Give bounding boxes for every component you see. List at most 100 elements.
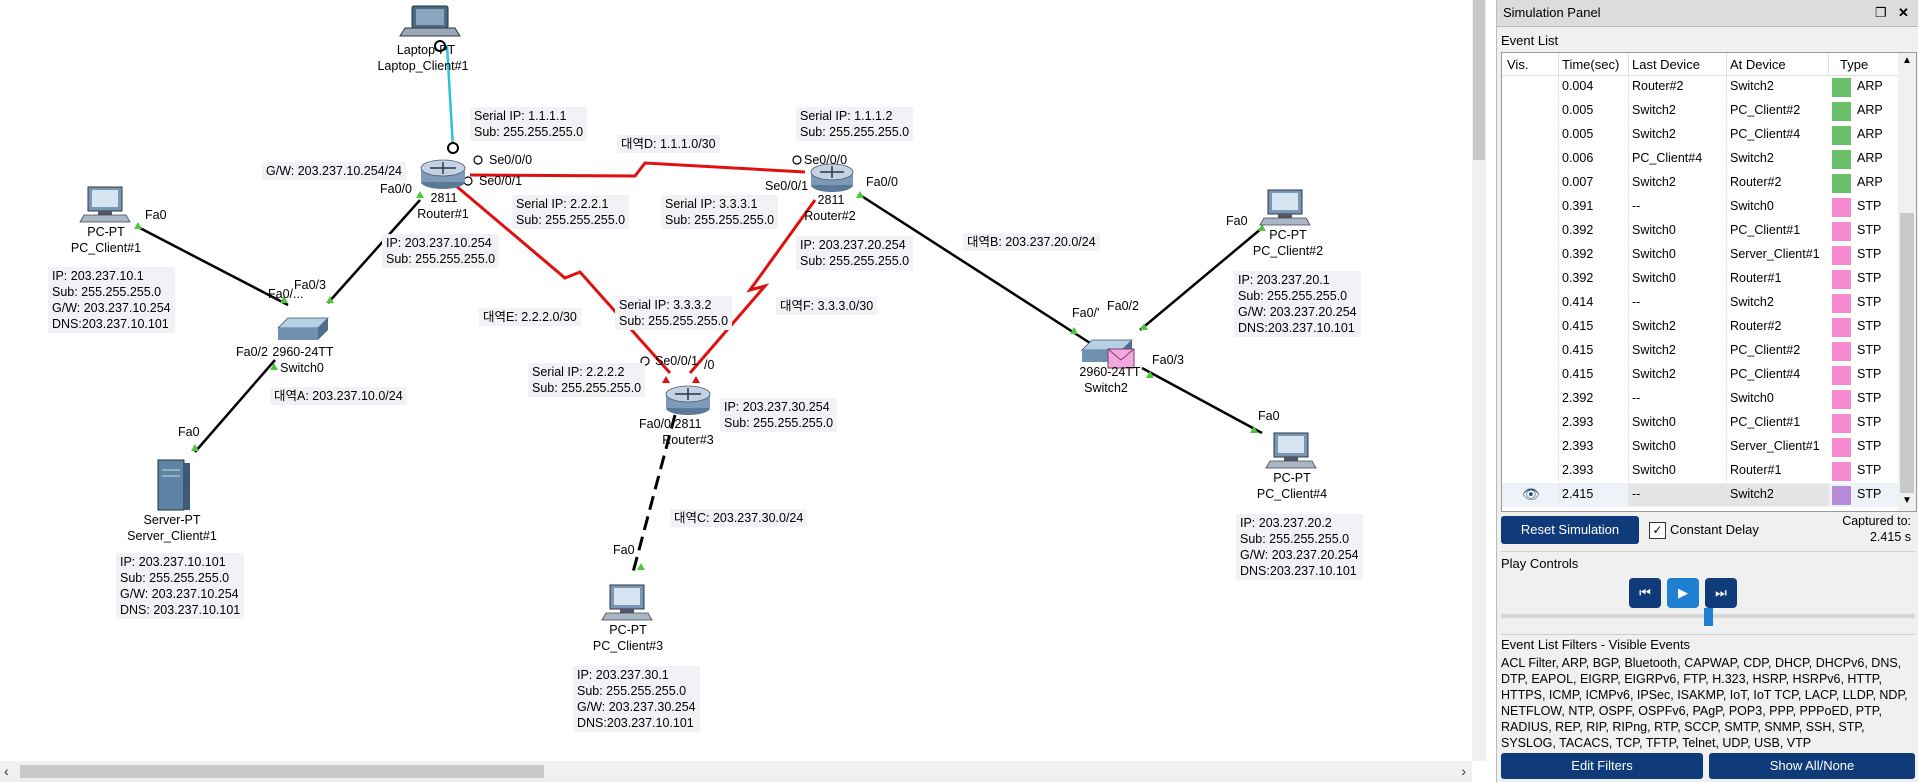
playback-speed-slider[interactable]	[1704, 608, 1713, 626]
port-label: Se0/0/0	[489, 153, 533, 167]
topology-workspace[interactable]: Laptop-PT Laptop_Client#1 2811 Router#1 …	[0, 0, 1472, 761]
forward-icon[interactable]: ⏭	[1705, 578, 1737, 608]
note-line: IP: 203.237.30.254	[724, 400, 830, 414]
scroll-up-icon[interactable]: ▲	[1902, 55, 1912, 66]
cell-bg	[1558, 412, 1629, 434]
event-list-scrollbar[interactable]: ▲ ▼	[1898, 53, 1916, 511]
event-type-color	[1832, 174, 1851, 193]
scroll-right-icon[interactable]: ›	[1461, 763, 1466, 779]
play-controls-label: Play Controls	[1501, 556, 1579, 571]
col-at-device[interactable]: At Device	[1730, 57, 1786, 72]
scroll-left-icon[interactable]: ‹	[4, 763, 9, 779]
scroll-thumb[interactable]	[1473, 0, 1485, 160]
router1-model-label: 2811	[430, 191, 458, 205]
play-icon[interactable]: ▶	[1667, 578, 1699, 608]
event-at-device: Server_Client#1	[1730, 247, 1820, 261]
switch2-model-label: 2960-24TT	[1079, 365, 1141, 379]
link-router3-pc3	[630, 414, 677, 577]
back-icon[interactable]: ⏮	[1629, 578, 1661, 608]
note-zone-b: 대역B: 203.237.20.0/24	[963, 233, 1100, 251]
scroll-thumb[interactable]	[1900, 213, 1914, 493]
cell-bg	[1726, 388, 1829, 410]
router3-model-label: 2811	[674, 417, 702, 431]
event-type: STP	[1857, 487, 1882, 501]
event-type-color	[1832, 342, 1851, 361]
cell-bg	[1628, 388, 1727, 410]
note-line: Sub: 255.255.255.0	[1240, 532, 1350, 546]
cell-bg	[1558, 100, 1629, 122]
event-type: STP	[1857, 391, 1882, 405]
workspace-vertical-scrollbar[interactable]	[1472, 0, 1486, 761]
event-last-device: --	[1632, 295, 1641, 309]
col-time[interactable]: Time(sec)	[1562, 57, 1620, 72]
event-last-device: Switch0	[1632, 439, 1676, 453]
restore-icon[interactable]: ❐	[1875, 5, 1887, 20]
reset-simulation-button[interactable]: Reset Simulation	[1501, 516, 1639, 544]
cell-bg	[1726, 100, 1829, 122]
server-icon	[157, 459, 190, 511]
pc-icon	[79, 186, 131, 223]
constant-delay-label: Constant Delay	[1670, 522, 1759, 537]
event-last-device: Switch2	[1632, 367, 1676, 381]
event-type: ARP	[1857, 151, 1883, 165]
link-endpoint	[447, 142, 459, 154]
event-time: 0.392	[1562, 247, 1594, 261]
cell-bg	[1558, 484, 1629, 506]
edit-filters-button[interactable]: Edit Filters	[1501, 753, 1703, 779]
col-type[interactable]: Type	[1840, 57, 1869, 72]
cell-bg	[1628, 268, 1727, 290]
col-last-device[interactable]: Last Device	[1632, 57, 1700, 72]
event-last-device: Switch0	[1632, 415, 1676, 429]
event-time: 2.393	[1562, 415, 1594, 429]
link-router1-switch0	[327, 199, 421, 304]
event-last-device: Switch0	[1632, 223, 1676, 237]
event-type: STP	[1857, 463, 1882, 477]
event-at-device: Server_Client#1	[1730, 439, 1820, 453]
port-label: Fa0	[178, 425, 200, 439]
port-label: Fa0	[1226, 214, 1248, 228]
cell-bg	[1726, 292, 1829, 314]
scroll-down-icon[interactable]: ▼	[1902, 495, 1912, 506]
event-type: STP	[1857, 319, 1882, 333]
event-last-device: Router#2	[1632, 79, 1684, 93]
note-zone-a: 대역A: 203.237.10.0/24	[270, 387, 407, 405]
switch2-name-label: Switch2	[1084, 381, 1128, 395]
event-type-color	[1832, 390, 1851, 409]
cell-bg	[1726, 76, 1829, 98]
link-pc4-switch2	[1141, 366, 1263, 435]
play-controls-section: Play Controls ⏮ ▶ ⏭	[1501, 551, 1915, 632]
constant-delay-checkbox[interactable]: ✓	[1649, 522, 1666, 539]
col-vis[interactable]: Vis.	[1507, 57, 1529, 72]
event-at-device: Switch2	[1730, 487, 1774, 501]
show-all-none-button[interactable]: Show All/None	[1709, 753, 1915, 779]
scroll-thumb[interactable]	[20, 765, 544, 778]
close-icon[interactable]: ✕	[1898, 5, 1909, 20]
event-type: ARP	[1857, 79, 1883, 93]
router-icon	[420, 159, 466, 189]
note-line: IP: 203.237.20.2	[1240, 516, 1332, 530]
event-type-color	[1832, 438, 1851, 457]
pc2-model-label: PC-PT	[1269, 228, 1307, 242]
link-router2-switch2	[859, 193, 1091, 345]
switch-icon	[277, 317, 329, 340]
eye-icon[interactable]: 👁	[1522, 486, 1540, 502]
workspace-horizontal-scrollbar[interactable]: ‹ ›	[0, 761, 1472, 782]
